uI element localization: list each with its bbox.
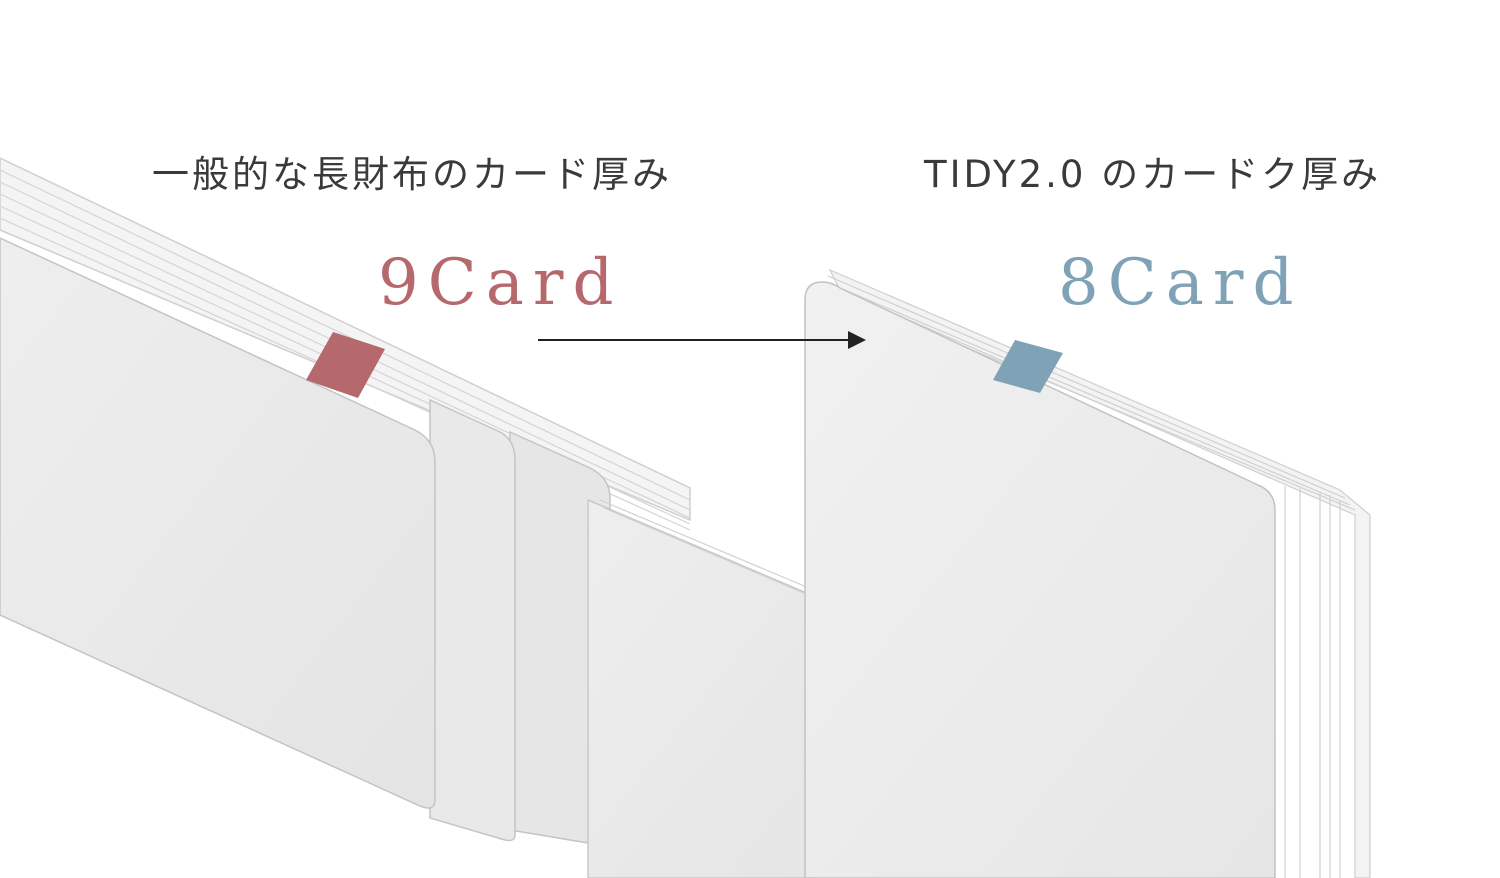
left-pocket-mid <box>429 398 516 842</box>
right-heading: TIDY2.0 のカードク厚み <box>924 153 1382 196</box>
left-heading: 一般的な長財布のカード厚み <box>152 153 672 196</box>
right-card-front <box>804 281 1276 878</box>
right-card-count: 8Card <box>1058 246 1303 320</box>
right-card-stack <box>804 268 1371 878</box>
left-card-count: 9Card <box>378 246 623 320</box>
left-thickness-marker <box>306 332 385 398</box>
right-thickness-marker <box>993 340 1063 393</box>
left-card-front <box>0 237 436 809</box>
arrow-icon <box>538 331 866 349</box>
